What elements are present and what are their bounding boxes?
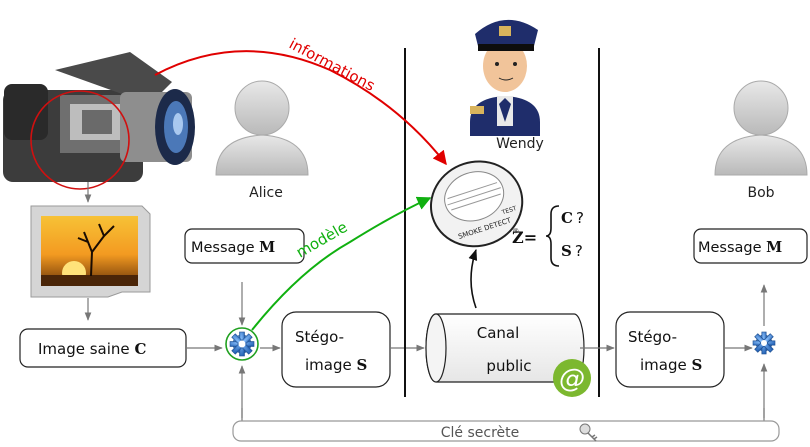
decision-formula: Z= C? S? bbox=[512, 205, 584, 267]
stego-bob-line1: Stégo- bbox=[628, 328, 677, 346]
stego-bob-box: Stégo- image S bbox=[615, 311, 725, 388]
gear-icon bbox=[225, 327, 259, 361]
secret-key-label: Clé secrète bbox=[441, 425, 520, 441]
z-symbol: Z bbox=[512, 228, 524, 247]
equals-sign: = bbox=[524, 228, 537, 247]
bob-user-icon bbox=[714, 80, 808, 176]
canal-line1: Canal bbox=[477, 324, 520, 342]
svg-text:Image saine C: Image saine C bbox=[38, 340, 146, 358]
message-bob-box: Message M bbox=[693, 228, 808, 264]
stego-bob-line2: image bbox=[640, 356, 692, 374]
informations-label: informations bbox=[286, 35, 378, 95]
svg-text:C?: C? bbox=[561, 209, 584, 227]
svg-text:image S: image S bbox=[640, 356, 702, 374]
message-alice-box: Message M bbox=[184, 228, 305, 264]
stego-alice-line2: image bbox=[305, 356, 357, 374]
svg-text:S?: S? bbox=[561, 242, 583, 260]
stego-alice-line1: Stégo- bbox=[295, 328, 344, 346]
image-saine-symbol: C bbox=[134, 340, 146, 358]
stego-bob-symbol: S bbox=[692, 356, 703, 374]
image-file-icon bbox=[30, 205, 151, 298]
at-badge-icon: @ bbox=[553, 359, 591, 397]
svg-text:Message M: Message M bbox=[698, 239, 782, 256]
svg-text:@: @ bbox=[559, 364, 585, 394]
message-bob-label: Message bbox=[698, 240, 766, 256]
svg-text:Z=: Z= bbox=[512, 228, 537, 247]
key-icon bbox=[579, 423, 598, 442]
option-s-qmark: ? bbox=[575, 242, 583, 260]
message-alice-label: Message bbox=[191, 240, 259, 256]
message-bob-symbol: M bbox=[766, 239, 782, 256]
detector-test: TEST bbox=[500, 205, 518, 217]
svg-text:image S: image S bbox=[305, 356, 367, 374]
stego-alice-symbol: S bbox=[357, 356, 368, 374]
detector-mark: ® bbox=[511, 226, 520, 236]
bob-label: Bob bbox=[747, 185, 774, 201]
canal-public-cylinder: Canal public bbox=[425, 313, 585, 383]
svg-text:Message M: Message M bbox=[191, 239, 275, 256]
police-officer-icon bbox=[470, 19, 540, 136]
gear-icon bbox=[752, 331, 776, 355]
stego-alice-box: Stégo- image S bbox=[281, 311, 391, 388]
smoke-detector-icon: SMOKE DETECT TEST ® bbox=[429, 160, 524, 248]
wendy-label: Wendy bbox=[496, 136, 544, 152]
modele-arrow bbox=[251, 196, 432, 331]
image-saine-label: Image saine bbox=[38, 340, 134, 358]
alice-user-icon bbox=[215, 80, 309, 176]
informations-arrow bbox=[154, 50, 447, 166]
option-c-qmark: ? bbox=[576, 209, 584, 227]
alice-label: Alice bbox=[249, 185, 283, 201]
canal-line2: public bbox=[486, 357, 531, 375]
camera-icon bbox=[3, 52, 195, 190]
option-c: C bbox=[561, 209, 573, 227]
message-alice-symbol: M bbox=[259, 239, 275, 256]
option-s: S bbox=[561, 242, 572, 260]
image-saine-box: Image saine C bbox=[19, 328, 187, 368]
secret-key-bar: Clé secrète bbox=[232, 363, 780, 442]
